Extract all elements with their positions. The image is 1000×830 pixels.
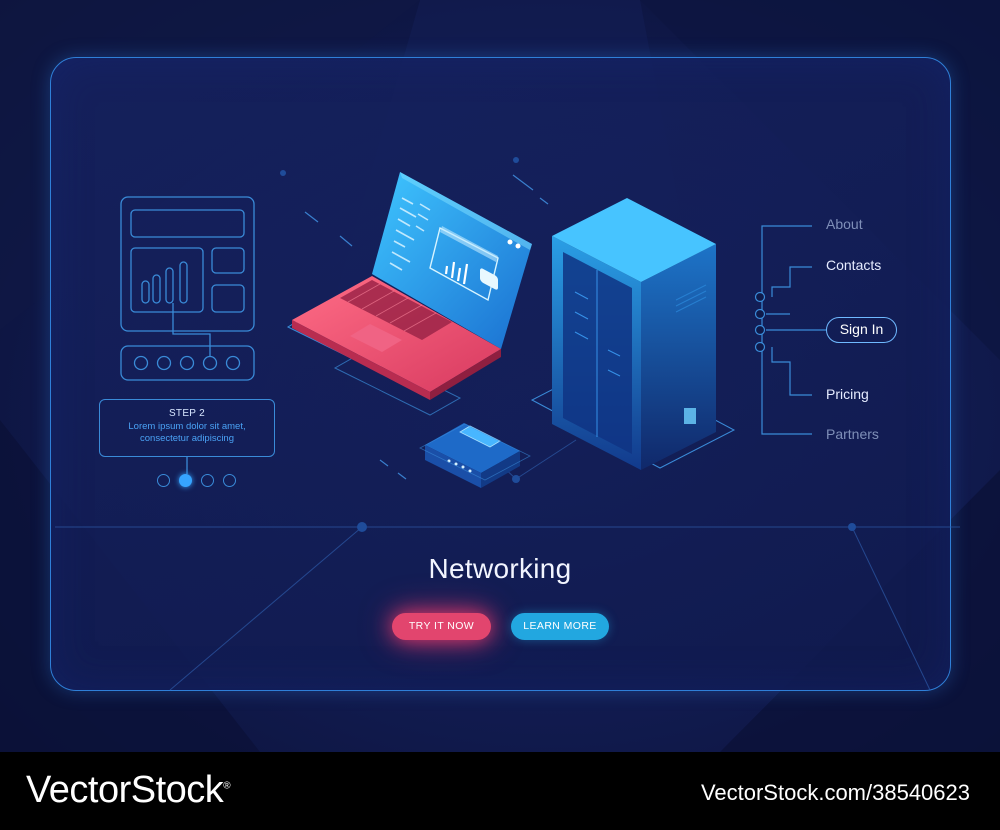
- hero-stage: STEP 2 Lorem ipsum dolor sit amet, conse…: [0, 0, 1000, 752]
- nav-connector-lines: [754, 225, 826, 435]
- vectorstock-logo: VectorStock®: [26, 769, 231, 812]
- isometric-illustration: [55, 157, 960, 691]
- stock-footer-bar: VectorStock® VectorStock.com/38540623: [0, 752, 1000, 830]
- stock-image-id: VectorStock.com/38540623: [700, 780, 970, 805]
- step-pagination: [157, 474, 243, 488]
- nav-link-contacts[interactable]: Contacts: [826, 257, 882, 273]
- sign-in-button[interactable]: Sign In: [826, 317, 897, 343]
- dashboard-wireframe-icon: [120, 196, 255, 474]
- pagination-dot-1[interactable]: [157, 474, 170, 487]
- registered-mark: ®: [223, 780, 231, 792]
- laptop-icon: [286, 172, 532, 416]
- nav-link-pricing[interactable]: Pricing: [826, 386, 869, 402]
- content-card: [50, 57, 951, 691]
- pagination-dot-2-active[interactable]: [179, 474, 192, 487]
- try-it-now-button[interactable]: TRY IT NOW: [392, 613, 491, 640]
- learn-more-button[interactable]: LEARN MORE: [511, 613, 609, 640]
- step-description: Lorem ipsum dolor sit amet, consectetur …: [128, 421, 246, 444]
- hero-title: Networking: [428, 553, 572, 584]
- nav-link-partners[interactable]: Partners: [826, 426, 879, 442]
- nav-link-about[interactable]: About: [826, 216, 863, 232]
- pagination-dot-3[interactable]: [201, 474, 214, 487]
- server-rack-icon: [530, 198, 736, 470]
- pagination-dot-4[interactable]: [223, 474, 236, 487]
- router-icon: [419, 423, 531, 488]
- logo-text: VectorStock: [26, 769, 224, 811]
- step-title: STEP 2: [168, 408, 206, 419]
- step-info-box: STEP 2 Lorem ipsum dolor sit amet, conse…: [99, 399, 275, 457]
